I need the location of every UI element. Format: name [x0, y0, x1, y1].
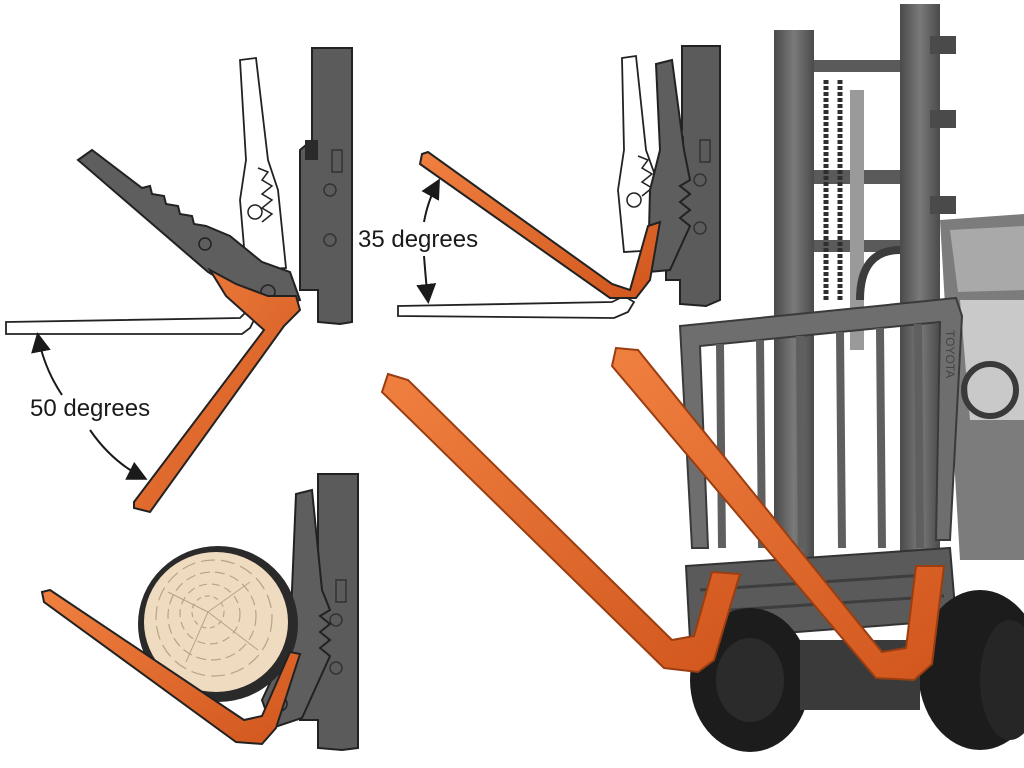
panel-fork-clamping-log [40, 473, 359, 752]
serrated-clamp-arm [76, 148, 302, 312]
forklift-photo: TOYOTA [380, 4, 1024, 752]
fork-horizontal-outline [5, 308, 258, 335]
log [138, 546, 298, 702]
fork-tilted-50 [133, 267, 302, 514]
angle-label-50-degrees: 50 degrees [30, 395, 151, 422]
arrow-50-upper [31, 332, 63, 396]
svg-text:TOYOTA: TOYOTA [943, 330, 957, 378]
arrow-35-lower [416, 255, 437, 304]
panel-fork-35-degrees [397, 45, 721, 319]
panel-fork-50-degrees [5, 47, 353, 514]
fork-horizontal-outline [397, 294, 636, 319]
carriage-slot [331, 149, 343, 173]
ratchet-arm-outline [239, 56, 287, 271]
fork-tilted-35 [418, 150, 662, 299]
mast-rail-left [774, 30, 814, 590]
load-backrest [678, 296, 964, 549]
fork-clamp-log [40, 588, 302, 746]
angle-label-35-degrees: 35 degrees [358, 226, 479, 253]
arrow-35-upper [421, 178, 440, 223]
serrated-clamp-arm [646, 58, 692, 274]
forklift-fork-right [610, 346, 946, 682]
forklift-fork-left [380, 372, 742, 674]
arrow-50-lower [89, 429, 148, 480]
